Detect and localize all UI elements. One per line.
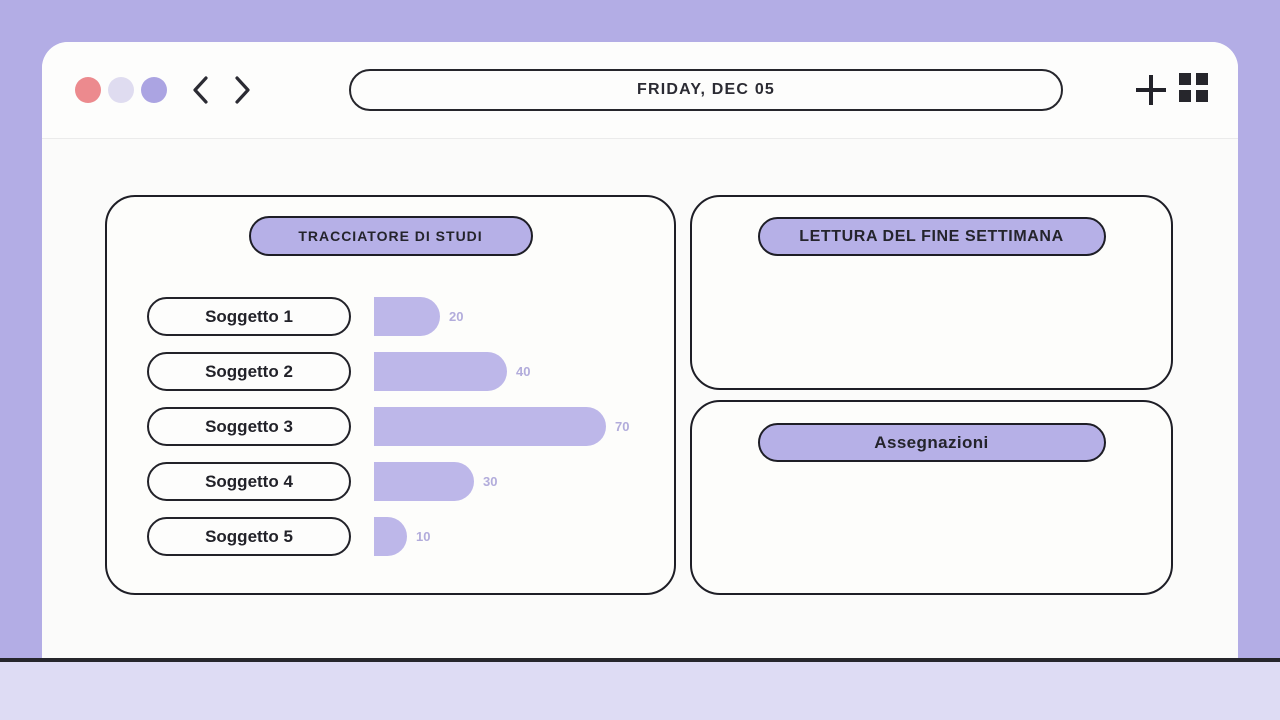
traffic-light-maximize[interactable] bbox=[141, 77, 167, 103]
study-bar bbox=[374, 297, 440, 336]
chevron-left-icon bbox=[193, 76, 208, 104]
weekend-reading-card: LETTURA DEL FINE SETTIMANA bbox=[690, 195, 1173, 390]
bar-value-label: 20 bbox=[449, 309, 464, 324]
study-bar bbox=[374, 462, 474, 501]
browser-toolbar: FRIDAY, DEC 05 bbox=[42, 42, 1238, 139]
new-tab-button[interactable] bbox=[1134, 73, 1168, 112]
study-tracker-header-pill[interactable]: TRACCIATORE DI STUDI bbox=[248, 216, 533, 256]
traffic-light-red[interactable] bbox=[75, 77, 101, 103]
study-row: Soggetto 4 30 bbox=[147, 462, 658, 501]
study-row: Soggetto 2 40 bbox=[147, 352, 658, 391]
back-button[interactable] bbox=[190, 75, 212, 105]
study-bar bbox=[374, 517, 407, 556]
subject-pill-1[interactable]: Soggetto 1 bbox=[147, 297, 351, 336]
browser-window: FRIDAY, DEC 05 TRACCIATORE DI STUDI Sogg… bbox=[42, 42, 1238, 658]
assignments-card: Assegnazioni bbox=[690, 400, 1173, 595]
footer-divider-line bbox=[0, 658, 1280, 662]
study-tracker-title: TRACCIATORE DI STUDI bbox=[298, 228, 483, 244]
bar-value-label: 10 bbox=[416, 529, 431, 544]
assignments-title: Assegnazioni bbox=[874, 432, 989, 452]
study-row: Soggetto 3 70 bbox=[147, 407, 658, 446]
traffic-light-minimize[interactable] bbox=[108, 77, 134, 103]
bar-value-label: 40 bbox=[516, 364, 531, 379]
address-bar[interactable]: FRIDAY, DEC 05 bbox=[349, 69, 1063, 111]
chevron-right-icon bbox=[235, 76, 250, 104]
subject-pill-5[interactable]: Soggetto 5 bbox=[147, 517, 351, 556]
forward-button[interactable] bbox=[231, 75, 253, 105]
address-bar-text: FRIDAY, DEC 05 bbox=[636, 81, 776, 98]
bar-value-label: 70 bbox=[615, 419, 630, 434]
assignments-header-pill[interactable]: Assegnazioni bbox=[757, 423, 1106, 462]
study-bar bbox=[374, 352, 507, 391]
grid-icon bbox=[1179, 73, 1208, 102]
bar-value-label: 30 bbox=[483, 474, 498, 489]
study-bar bbox=[374, 407, 606, 446]
study-row: Soggetto 1 20 bbox=[147, 297, 658, 336]
subject-pill-4[interactable]: Soggetto 4 bbox=[147, 462, 351, 501]
apps-button[interactable] bbox=[1179, 73, 1208, 107]
plus-icon bbox=[1136, 75, 1166, 105]
footer-strip bbox=[0, 662, 1280, 720]
weekend-reading-title: LETTURA DEL FINE SETTIMANA bbox=[799, 227, 1064, 245]
study-row: Soggetto 5 10 bbox=[147, 517, 658, 556]
weekend-reading-header-pill[interactable]: LETTURA DEL FINE SETTIMANA bbox=[757, 217, 1106, 256]
subject-pill-3[interactable]: Soggetto 3 bbox=[147, 407, 351, 446]
subject-pill-2[interactable]: Soggetto 2 bbox=[147, 352, 351, 391]
